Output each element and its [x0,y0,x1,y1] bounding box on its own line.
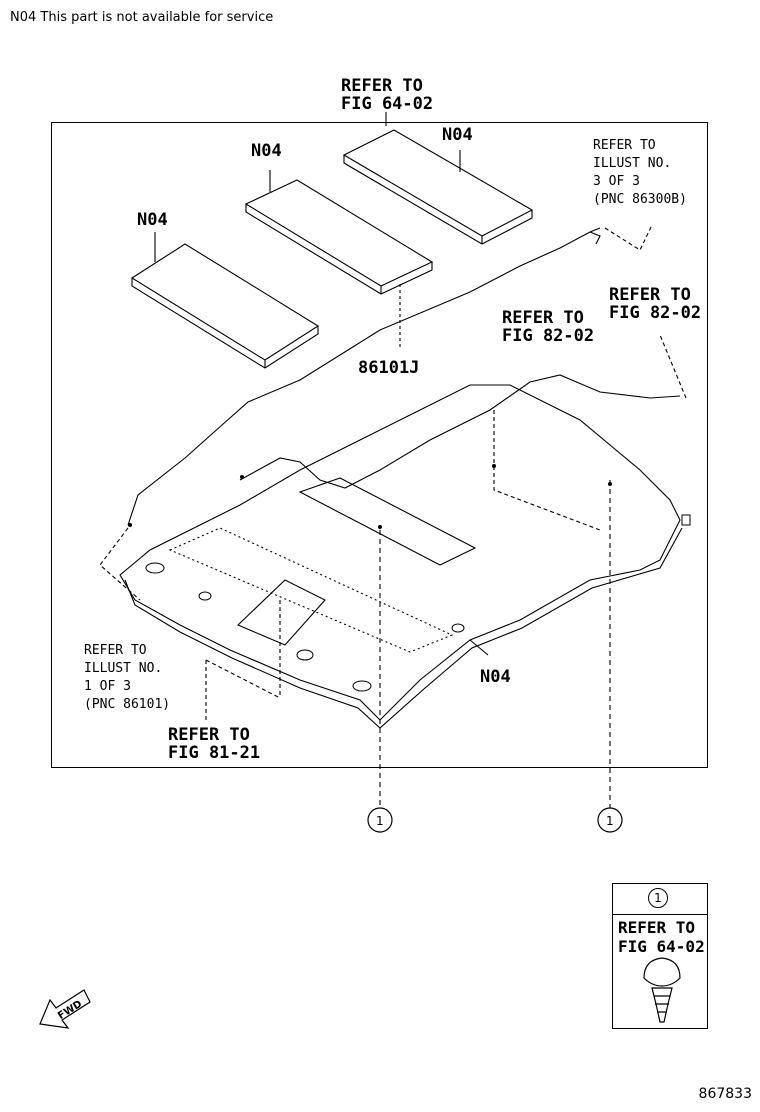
clip-icon [643,957,681,1023]
legend-box: 1 REFER TO FIG 64-02 [612,883,708,1029]
roof-pad-right [342,129,534,245]
legend-callout-number: 1 [648,888,668,908]
availability-note: N04 This part is not available for servi… [10,10,274,25]
refer-illust1-line2: ILLUST NO. [84,661,162,676]
refer-illust1-line3: 1 OF 3 [84,679,131,694]
callout-circle-2 [597,807,623,833]
callout-number-2: 1 [606,814,614,828]
n04-label-c: N04 [442,125,473,145]
refer-fig-82-02-a: REFER TO [502,308,584,328]
refer-fig-64-02-label-fig: FIG 64-02 [341,94,433,114]
fwd-arrow-icon [39,989,91,1029]
refer-illust3-line1: REFER TO [593,138,656,153]
n04-label-b: N04 [251,141,282,161]
callout-number-1: 1 [376,814,384,828]
refer-fig-82-02-b: REFER TO [609,285,691,305]
refer-illust3-line4: (PNC 86300B) [593,192,687,207]
part-number-86101j: 86101J [358,358,419,378]
roof-pad-left [130,243,320,369]
callout-circle-1 [367,807,393,833]
n04-label-a: N04 [137,210,168,230]
n04-label-d: N04 [480,667,511,687]
refer-fig-82-02-b-fig: FIG 82-02 [609,303,701,323]
diagram-code: 867833 [698,1086,752,1102]
refer-illust3-line2: ILLUST NO. [593,156,671,171]
roof-pad-middle [244,179,434,295]
refer-fig-81-21-fig: FIG 81-21 [168,743,260,763]
refer-fig-81-21: REFER TO [168,725,250,745]
refer-illust1-line1: REFER TO [84,643,147,658]
headliner [119,384,681,721]
refer-illust1-line4: (PNC 86101) [84,697,170,712]
refer-fig-82-02-a-fig: FIG 82-02 [502,326,594,346]
legend-refer-line: REFER TO [618,918,696,937]
refer-fig-64-02-label: REFER TO [341,76,423,96]
refer-illust3-line3: 3 OF 3 [593,174,640,189]
wire-harness [127,227,601,526]
legend-fig-line: FIG 64-02 [618,937,705,956]
